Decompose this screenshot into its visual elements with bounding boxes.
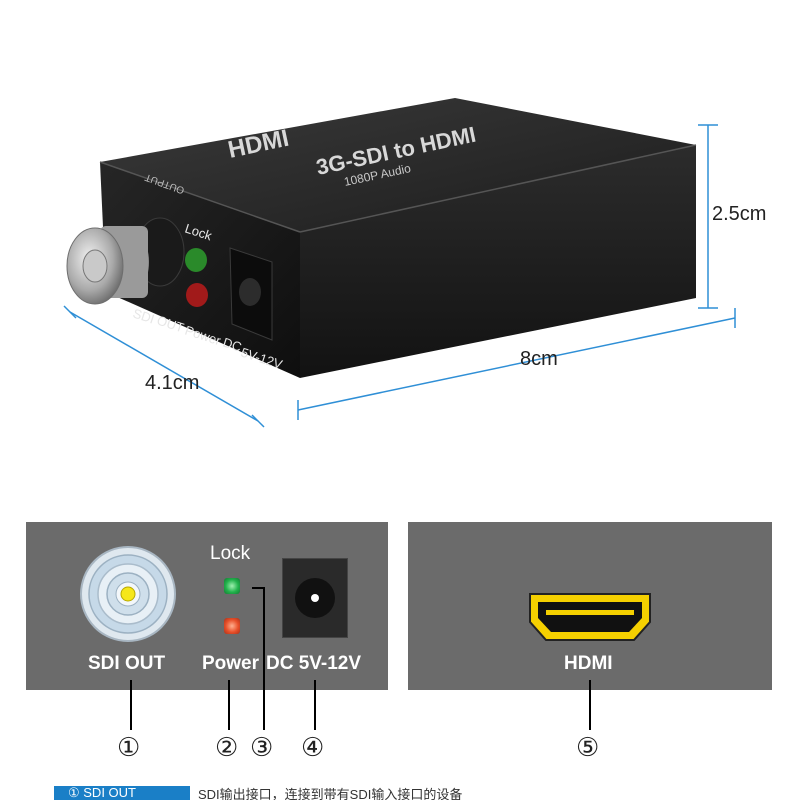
callout-5: ⑤ — [576, 733, 600, 763]
width-dimension-label: 4.1cm — [145, 372, 200, 394]
device-side-face — [300, 145, 696, 378]
callout-2: ② — [215, 733, 239, 763]
leader-line-4 — [314, 680, 316, 730]
front-interface-panel: SDI OUT Lock Power DC 5V-12V — [26, 522, 388, 690]
leader-line-3-elbow — [252, 587, 265, 589]
bnc-connector-icon — [80, 546, 176, 642]
leader-line-5 — [589, 680, 591, 730]
leader-line-3 — [263, 588, 265, 730]
dc-jack-icon — [282, 558, 348, 638]
callout-1: ① — [117, 733, 141, 763]
power-led-photo — [186, 283, 208, 307]
lock-led-photo — [185, 248, 207, 272]
device-top-face — [100, 98, 696, 232]
leader-line-1 — [130, 680, 132, 730]
sdi-out-label: SDI OUT — [88, 653, 166, 674]
height-dimension-label: 2.5cm — [712, 203, 767, 225]
bnc-connector-photo — [66, 226, 149, 305]
callout-4: ④ — [301, 733, 325, 763]
footer-tag: ① SDI OUT — [54, 786, 190, 800]
leader-line-2 — [228, 680, 230, 730]
footer-description: SDI输出接口，连接到带有SDI输入接口的设备 — [198, 787, 463, 800]
callout-3: ③ — [250, 733, 274, 763]
lock-led-icon — [224, 578, 240, 594]
dc-voltage-label: DC 5V-12V — [266, 653, 362, 674]
footer-strip: ① SDI OUT SDI输出接口，连接到带有SDI输入接口的设备 — [0, 786, 800, 800]
hdmi-label: HDMI — [564, 653, 613, 674]
dimension-lines — [63, 124, 736, 428]
length-dimension-label: 8cm — [520, 348, 558, 370]
device-dc-label: DC — [221, 335, 243, 355]
power-label: Power — [202, 653, 260, 674]
hdmi-port-icon — [529, 593, 651, 641]
hdmi-interface-panel: HDMI — [408, 522, 772, 690]
device-sdi-label: SDI — [131, 306, 156, 327]
lock-label: Lock — [210, 543, 251, 564]
power-led-icon — [224, 618, 240, 634]
product-photo: HDMI 3G-SDI to HDMI 1080P Audio OUTPUT L… — [63, 98, 736, 428]
